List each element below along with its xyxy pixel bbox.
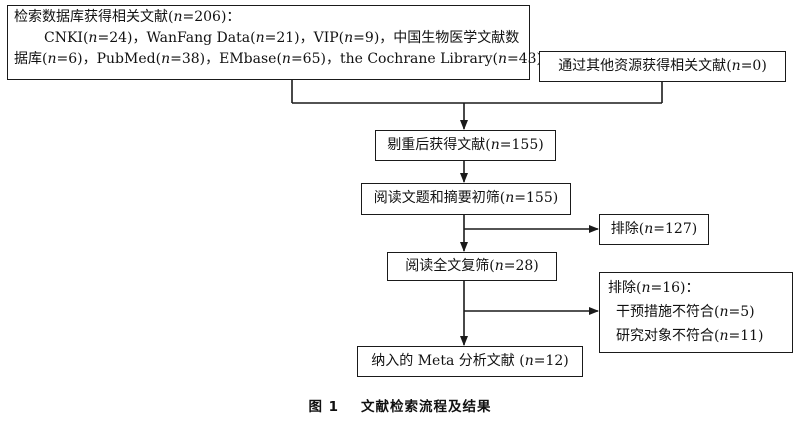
database-search-box: 检索数据库获得相关文献(n=206)： CNKI(n=24)，WanFang D…: [7, 5, 543, 80]
figure-title: 文献检索流程及结果: [361, 399, 492, 415]
database-search-title: 检索数据库获得相关文献(n=206)：: [14, 9, 241, 25]
exclude-2-reason-subjects: 研究对象不符合(n=11): [616, 328, 764, 344]
exclude-2-reason-intervention: 干预措施不符合(n=5): [616, 304, 755, 320]
exclude-box-2: 排除(n=16)： 干预措施不符合(n=5) 研究对象不符合(n=11): [599, 272, 793, 353]
fulltext-screen-label: 阅读全文复筛(n=28): [405, 258, 539, 274]
figure-caption: 图 1 文献检索流程及结果: [0, 395, 800, 415]
title-abstract-screen-label: 阅读文题和摘要初筛(n=155): [373, 190, 559, 206]
included-box: 纳入的 Meta 分析文献 (n=12): [357, 346, 583, 377]
database-search-detail-2: 据库(n=6)，PubMed(n=38)，EMbase(n=65)，the Co…: [14, 51, 543, 67]
other-sources-label: 通过其他资源获得相关文献(n=0): [558, 58, 767, 74]
title-abstract-screen-box: 阅读文题和摘要初筛(n=155): [361, 183, 571, 215]
dedup-box: 剔重后获得文献(n=155): [375, 130, 556, 161]
fulltext-screen-box: 阅读全文复筛(n=28): [387, 252, 557, 281]
other-sources-box: 通过其他资源获得相关文献(n=0): [539, 51, 786, 82]
figure-number: 图 1: [308, 399, 340, 415]
exclude-1-label: 排除(n=127): [610, 221, 698, 237]
dedup-label: 剔重后获得文献(n=155): [387, 137, 544, 153]
exclude-2-title: 排除(n=16)：: [608, 280, 700, 296]
included-label: 纳入的 Meta 分析文献 (n=12): [371, 353, 569, 369]
database-search-detail-1: CNKI(n=24)，WanFang Data(n=21)，VIP(n=9)，中…: [44, 30, 520, 46]
exclude-box-1: 排除(n=127): [599, 214, 709, 245]
